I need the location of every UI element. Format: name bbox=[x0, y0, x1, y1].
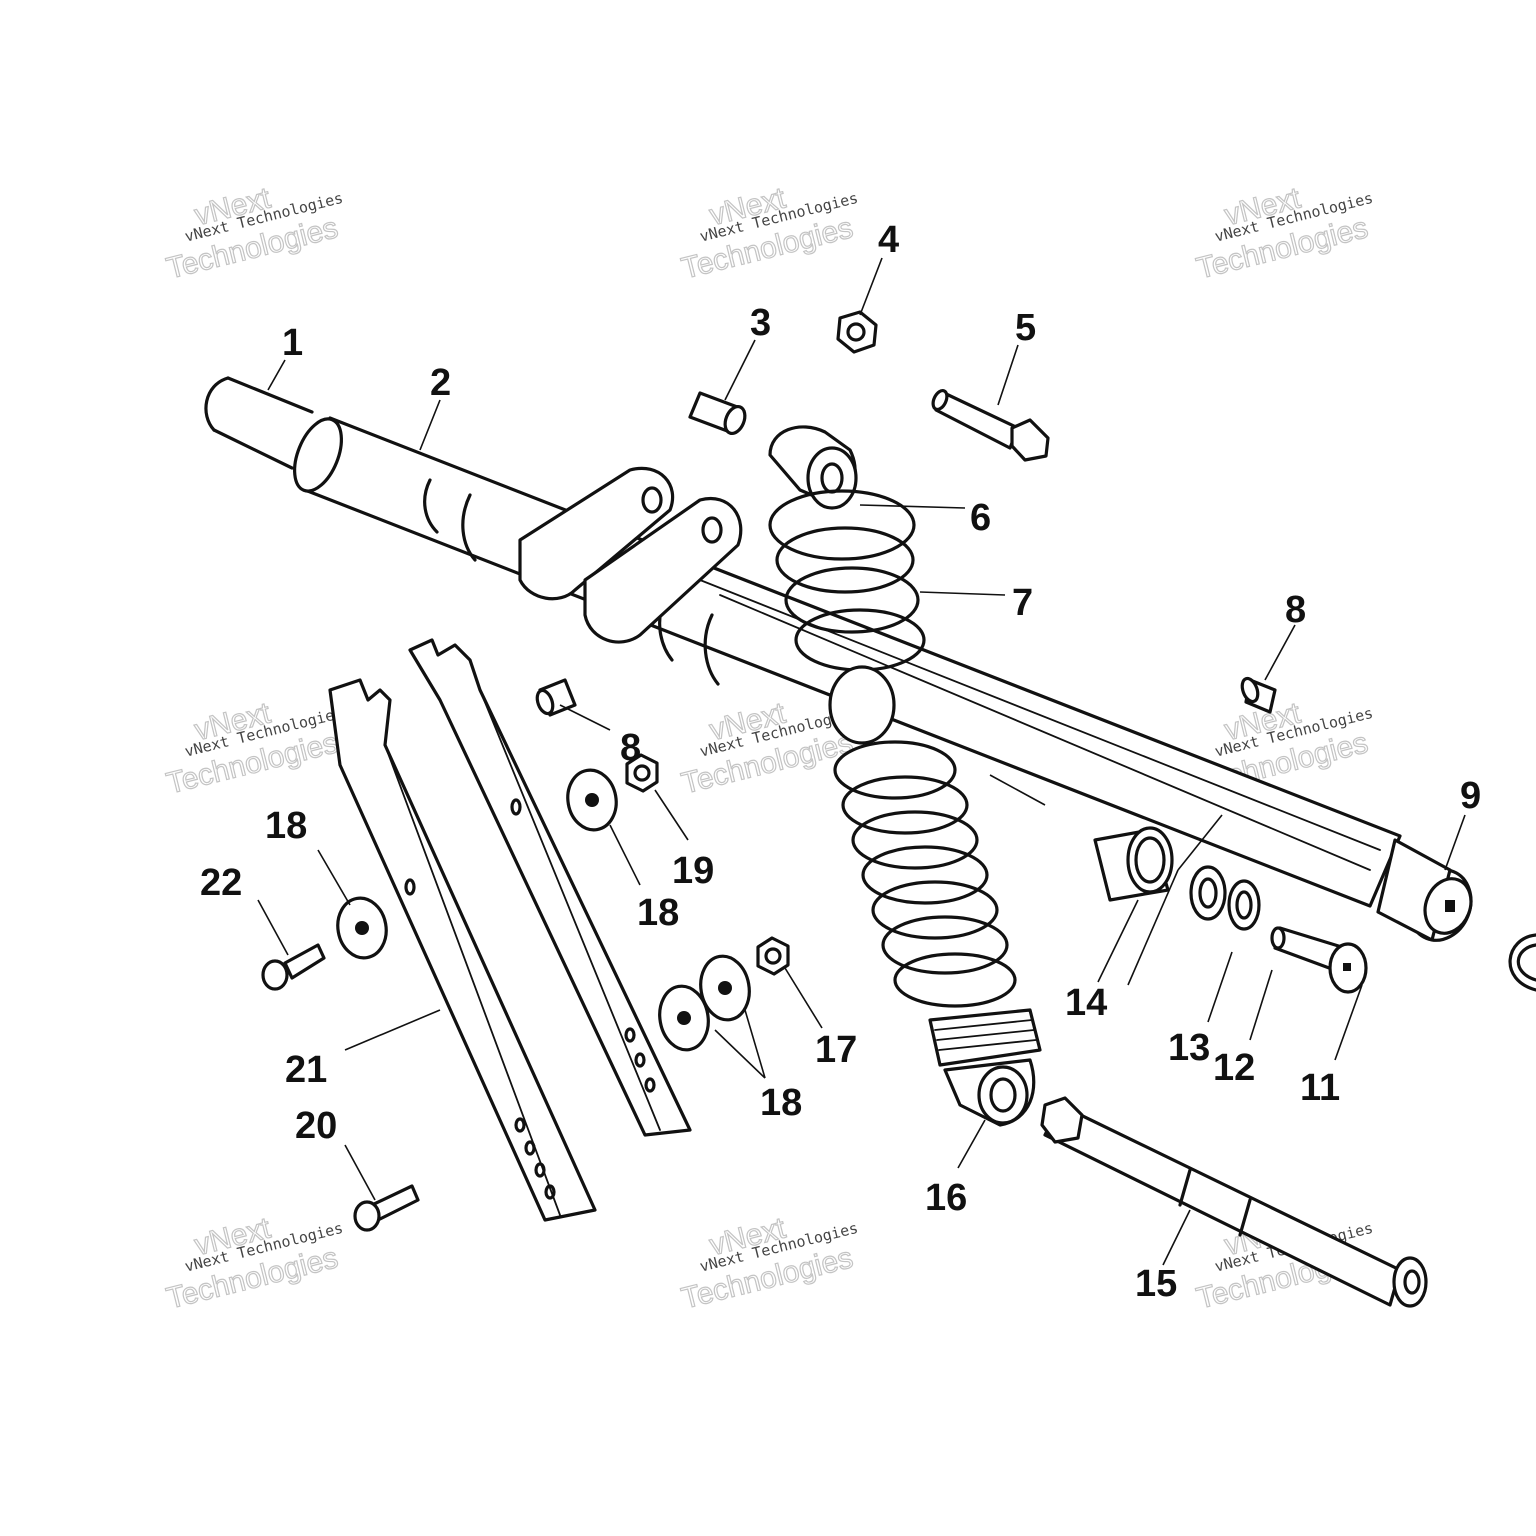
watermark-top-center: vNext vNext Technologies Technologies bbox=[678, 181, 860, 286]
callout-14: 14 bbox=[1065, 982, 1107, 1024]
callout-1: 1 bbox=[282, 322, 303, 364]
callout-13: 13 bbox=[1168, 1027, 1210, 1069]
callout-20: 20 bbox=[295, 1105, 337, 1147]
part-21-plate-a bbox=[328, 678, 597, 1222]
callout-9: 9 bbox=[1460, 775, 1481, 817]
part-4-nut bbox=[836, 310, 878, 354]
part-21-plate-b bbox=[408, 638, 692, 1137]
part-18-washer-b bbox=[336, 896, 388, 960]
callout-19: 19 bbox=[672, 850, 714, 892]
part-18-washer-d bbox=[699, 954, 751, 1022]
callout-labels: 1 2 3 4 5 6 7 8 8 9 11 12 13 14 15 16 17… bbox=[200, 219, 1481, 1305]
watermark-top-right: vNext vNext Technologies Technologies bbox=[1193, 181, 1375, 286]
part-5-bolt bbox=[931, 388, 1050, 462]
shock-absorber bbox=[768, 425, 1042, 1127]
callout-8-right: 8 bbox=[1285, 589, 1306, 631]
part-20-bolt bbox=[353, 1184, 420, 1232]
callout-2: 2 bbox=[430, 362, 451, 404]
callout-15: 15 bbox=[1135, 1263, 1177, 1305]
callout-8-left: 8 bbox=[620, 727, 641, 769]
watermark-bottom-left: vNext vNext Technologies Technologies bbox=[163, 1211, 345, 1316]
watermark-mid-left: vNext vNext Technologies Technologies bbox=[163, 696, 345, 801]
callout-17: 17 bbox=[815, 1029, 857, 1071]
callout-18-left: 18 bbox=[265, 805, 307, 847]
part-11-bolt bbox=[1270, 926, 1368, 994]
callout-18-bottom: 18 bbox=[760, 1082, 802, 1124]
callout-6: 6 bbox=[970, 497, 991, 539]
callout-7: 7 bbox=[1012, 582, 1033, 624]
watermark-bottom-center: vNext vNext Technologies Technologies bbox=[678, 1211, 860, 1316]
part-1-bushing bbox=[204, 376, 314, 470]
callout-16: 16 bbox=[925, 1177, 967, 1219]
callout-4: 4 bbox=[878, 219, 899, 261]
callout-12: 12 bbox=[1213, 1047, 1255, 1089]
callout-22: 22 bbox=[200, 862, 242, 904]
part-18-washer-a bbox=[566, 768, 618, 832]
part-19-nut bbox=[625, 753, 659, 793]
part-snap-ring-partial bbox=[1508, 933, 1536, 992]
callout-21: 21 bbox=[285, 1049, 327, 1091]
part-15-pivot-shaft bbox=[1040, 1096, 1428, 1308]
shock-mount-brackets bbox=[518, 466, 743, 644]
part-3-spacer bbox=[688, 391, 747, 436]
callout-18-middle: 18 bbox=[637, 892, 679, 934]
part-8-grease-fitting-a bbox=[535, 678, 577, 717]
part-17-nut bbox=[756, 936, 790, 976]
callout-5: 5 bbox=[1015, 307, 1036, 349]
part-18-washer-c bbox=[658, 984, 710, 1052]
part-14-bushing bbox=[1093, 826, 1174, 902]
part-8-grease-fitting-b bbox=[1240, 676, 1277, 714]
watermark-top-left: vNext vNext Technologies Technologies bbox=[163, 181, 345, 286]
callout-11: 11 bbox=[1300, 1067, 1340, 1109]
leader-lines bbox=[257, 257, 1466, 1266]
part-12-13-washers bbox=[1189, 865, 1261, 931]
part-22-bolt bbox=[261, 943, 326, 991]
callout-3: 3 bbox=[750, 302, 771, 344]
